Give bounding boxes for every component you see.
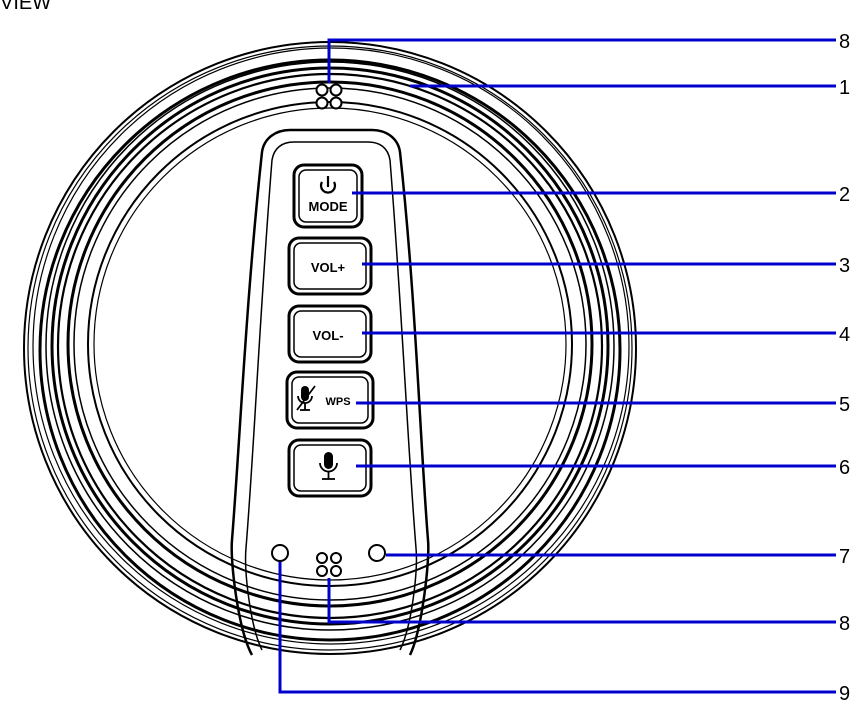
led-indicator-left <box>271 544 289 562</box>
microphone-icon <box>319 452 338 480</box>
control-panel <box>230 128 430 656</box>
view-title: VIEW <box>0 0 52 14</box>
callout-label: 2 <box>839 184 850 206</box>
callout-label: 7 <box>839 546 850 568</box>
volume-up-button-label: VOL+ <box>311 260 346 275</box>
wps-button[interactable]: WPS <box>285 370 375 430</box>
leader-lines <box>278 38 836 694</box>
mic-muted-icon <box>296 385 316 411</box>
callout-label: 1 <box>839 77 850 99</box>
mode-button[interactable]: MODE <box>292 163 364 229</box>
wps-button-label: WPS <box>325 396 350 408</box>
callout-label: 8 <box>839 31 850 53</box>
bottom-features <box>271 544 386 577</box>
microphone-button[interactable] <box>287 438 373 498</box>
callout-label: 6 <box>839 457 850 479</box>
callout-label: 4 <box>839 324 850 346</box>
volume-up-button[interactable]: VOL+ <box>287 236 373 296</box>
callout-label: 8 <box>839 613 850 635</box>
callout-label: 3 <box>839 255 850 277</box>
mode-button-label: MODE <box>309 199 348 214</box>
volume-down-button[interactable]: VOL- <box>287 304 373 364</box>
power-icon <box>319 176 337 194</box>
callout-label: 9 <box>839 683 850 705</box>
callout-labels: 8 1 2 3 4 5 6 7 8 9 <box>839 31 850 705</box>
volume-down-button-label: VOL- <box>312 328 343 343</box>
led-indicator-right <box>368 544 386 562</box>
callout-label: 5 <box>839 394 850 416</box>
top-microphone-holes <box>315 83 343 110</box>
